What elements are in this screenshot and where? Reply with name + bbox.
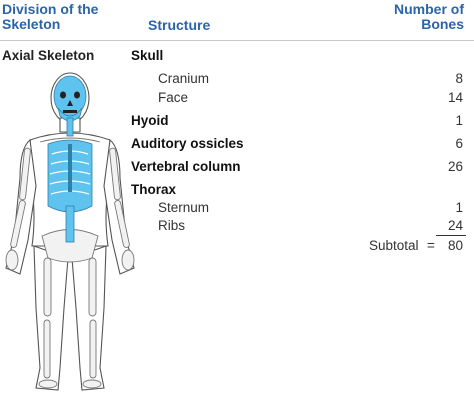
- cervical-spine: [66, 117, 74, 137]
- row-value: 8: [455, 71, 463, 86]
- left-femur: [43, 257, 52, 317]
- row-cranium: Cranium 8: [0, 71, 474, 91]
- row-label: Cranium: [158, 71, 210, 86]
- header-band: [0, 0, 474, 40]
- right-humerus: [109, 147, 121, 201]
- row-auditory-ossicles: Auditory ossicles 6: [0, 136, 474, 156]
- header-number-of-bones: Number of Bones: [394, 2, 464, 32]
- row-thorax: Thorax: [0, 182, 474, 202]
- row-label: Face: [158, 90, 189, 105]
- header-division-line2: Skeleton: [2, 16, 61, 32]
- row-label: Ribs: [158, 218, 186, 233]
- axial-skeleton: [47, 75, 93, 243]
- row-label: Thorax: [131, 182, 177, 197]
- row-sternum: Sternum 1: [0, 200, 474, 220]
- right-leg-outline: [71, 245, 107, 391]
- row-label: Sternum: [158, 200, 210, 215]
- row-face: Face 14: [0, 90, 474, 110]
- header-number-line1: Number of: [394, 1, 464, 17]
- row-hyoid: Hyoid 1: [0, 113, 474, 133]
- sternum: [68, 144, 72, 192]
- row-value: 1: [455, 113, 463, 128]
- row-skull: Skull: [0, 48, 474, 68]
- row-label: Hyoid: [131, 113, 169, 128]
- subtotal-equals: =: [427, 238, 435, 253]
- header-division-line1: Division of the: [2, 1, 99, 17]
- left-leg-outline: [33, 245, 69, 391]
- subtotal-rule: [436, 235, 466, 236]
- row-label: Auditory ossicles: [131, 136, 244, 151]
- right-tibia: [89, 319, 97, 379]
- header-number-line2: Bones: [421, 16, 464, 32]
- row-value: 6: [455, 136, 463, 151]
- row-vertebral-column: Vertebral column 26: [0, 159, 474, 179]
- row-label: Skull: [131, 48, 164, 63]
- header-divider: [0, 40, 474, 41]
- subtotal-value: 80: [447, 238, 463, 253]
- header-division: Division of the Skeleton: [2, 2, 98, 32]
- right-hand: [121, 249, 135, 271]
- header-structure: Structure: [148, 17, 211, 33]
- left-tibia: [43, 319, 51, 379]
- mandible: [57, 107, 83, 122]
- row-label: Vertebral column: [131, 159, 241, 174]
- right-femur: [88, 257, 97, 317]
- left-foot: [38, 379, 58, 389]
- right-forearm: [114, 200, 130, 248]
- lumbar-spine: [65, 205, 75, 243]
- row-value: 1: [455, 200, 463, 215]
- face-features: [60, 91, 80, 113]
- row-value: 14: [447, 90, 463, 105]
- left-hand: [5, 249, 19, 271]
- left-humerus: [19, 147, 31, 201]
- row-value: 24: [447, 218, 463, 233]
- subtotal-label: Subtotal: [369, 238, 419, 253]
- right-foot: [82, 379, 102, 389]
- row-ribs: Ribs 24: [0, 218, 474, 238]
- row-value: 26: [447, 159, 463, 174]
- left-forearm: [10, 200, 26, 248]
- section-axial-skeleton: Axial Skeleton: [2, 48, 95, 63]
- appendicular-bones: [5, 137, 135, 389]
- skeleton-illustration: [5, 72, 135, 391]
- clavicles: [39, 137, 101, 143]
